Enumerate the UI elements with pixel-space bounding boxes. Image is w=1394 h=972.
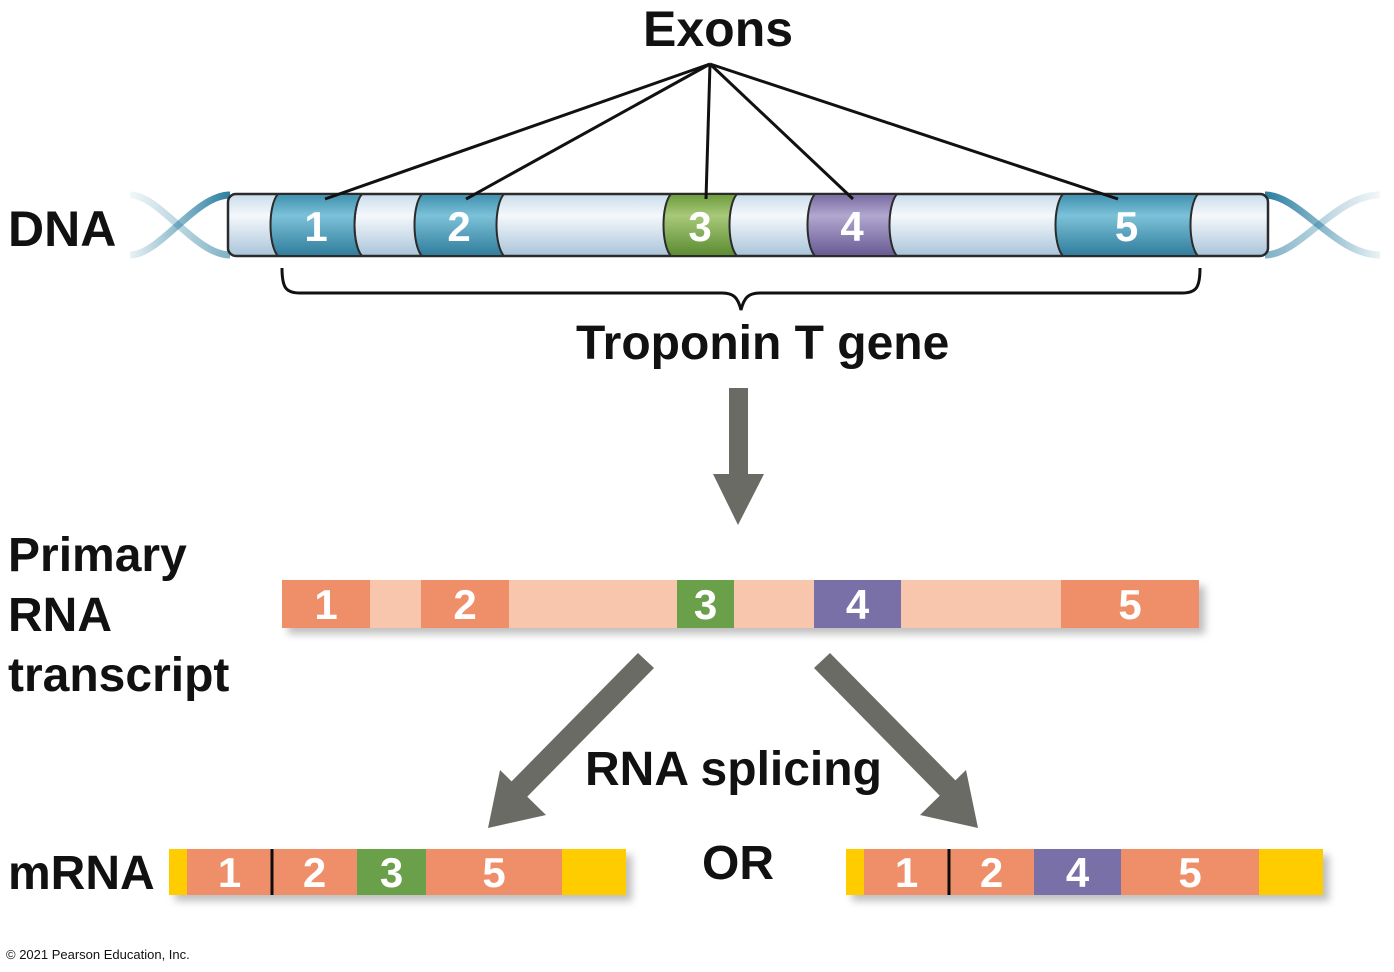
mrna-left-exon-3 [357, 849, 426, 895]
mrna-right-exon-1 [864, 849, 949, 895]
primary-label-line-3: transcript [8, 649, 230, 702]
splicing-arrow-right [814, 653, 978, 828]
mrna-right-exon-2 [949, 849, 1034, 895]
primary-label-line-1: Primary [8, 529, 187, 582]
copyright-notice: © 2021 Pearson Education, Inc. [6, 947, 190, 962]
primary-exon-1 [282, 580, 370, 628]
dna-exon-2: 2 [413, 193, 507, 257]
mrna-right-exon-4-number: 4 [1066, 849, 1090, 896]
dna-exon-4: 4 [806, 193, 900, 257]
mrna-right-exon-1-number: 1 [895, 849, 918, 896]
dna-exon-4-number: 4 [840, 203, 864, 250]
mrna-left-exon-1 [187, 849, 272, 895]
exon-pointer-lines [324, 62, 1119, 201]
mrna-left-cap-5 [169, 849, 187, 895]
primary-intron [901, 580, 1061, 628]
primary-exon-1-number: 1 [314, 581, 337, 628]
primary-exon-2-number: 2 [453, 581, 476, 628]
dna-exon-5-number: 5 [1115, 203, 1138, 250]
mrna-variant-right: 1 2 4 5 [846, 849, 1323, 896]
primary-exon-5-number: 5 [1118, 581, 1141, 628]
mrna-right-exon-5 [1121, 849, 1259, 895]
primary-exon-3-number: 3 [694, 581, 717, 628]
mrna-left-exon-2-number: 2 [303, 849, 326, 896]
gene-label: Troponin T gene [576, 317, 950, 370]
dna-label: DNA [8, 201, 117, 257]
primary-intron [370, 580, 421, 628]
mrna-right-tail-3 [1259, 849, 1323, 895]
mrna-right-exon-4 [1034, 849, 1121, 895]
dna-exon-5: 5 [1054, 193, 1201, 257]
primary-transcript-label: Primary RNA transcript [8, 526, 229, 706]
mrna-right-exon-2-number: 2 [980, 849, 1003, 896]
dna-exon-2-number: 2 [447, 203, 470, 250]
mrna-variant-left: 1 2 3 5 [169, 849, 626, 896]
splicing-arrow-left [488, 653, 654, 828]
primary-exon-3 [677, 580, 734, 628]
rna-splicing-label: RNA splicing [585, 743, 882, 796]
primary-label-line-2: RNA [8, 589, 112, 642]
mrna-left-exon-3-number: 3 [380, 849, 403, 896]
dna-exon-1-number: 1 [304, 203, 327, 250]
primary-exon-4 [814, 580, 901, 628]
exons-title: Exons [643, 1, 794, 57]
mrna-left-tail-3 [562, 849, 626, 895]
mrna-left-exon-5 [426, 849, 562, 895]
mrna-right-exon-5-number: 5 [1178, 849, 1201, 896]
primary-rna-transcript: 1 2 3 4 5 [282, 580, 1199, 628]
dna-exons: 1 2 3 4 5 [269, 193, 1201, 257]
transcription-arrow [713, 388, 764, 525]
mrna-label: mRNA [8, 847, 155, 900]
dna-exon-1: 1 [269, 193, 365, 257]
mrna-right-cap-5 [846, 849, 864, 895]
mrna-left-exon-2 [272, 849, 357, 895]
primary-intron [734, 580, 814, 628]
dna-exon-3: 3 [662, 193, 740, 257]
dna-exon-3-number: 3 [688, 203, 711, 250]
primary-intron [509, 580, 677, 628]
primary-exon-4-number: 4 [846, 581, 870, 628]
dna-helix-right [1264, 191, 1381, 259]
or-label: OR [702, 837, 774, 890]
mrna-left-exon-1-number: 1 [218, 849, 241, 896]
mrna-left-exon-5-number: 5 [482, 849, 505, 896]
gene-brace [280, 267, 1202, 311]
dna-helix-left [129, 191, 231, 259]
primary-exon-2 [421, 580, 509, 628]
primary-exon-5 [1061, 580, 1199, 628]
